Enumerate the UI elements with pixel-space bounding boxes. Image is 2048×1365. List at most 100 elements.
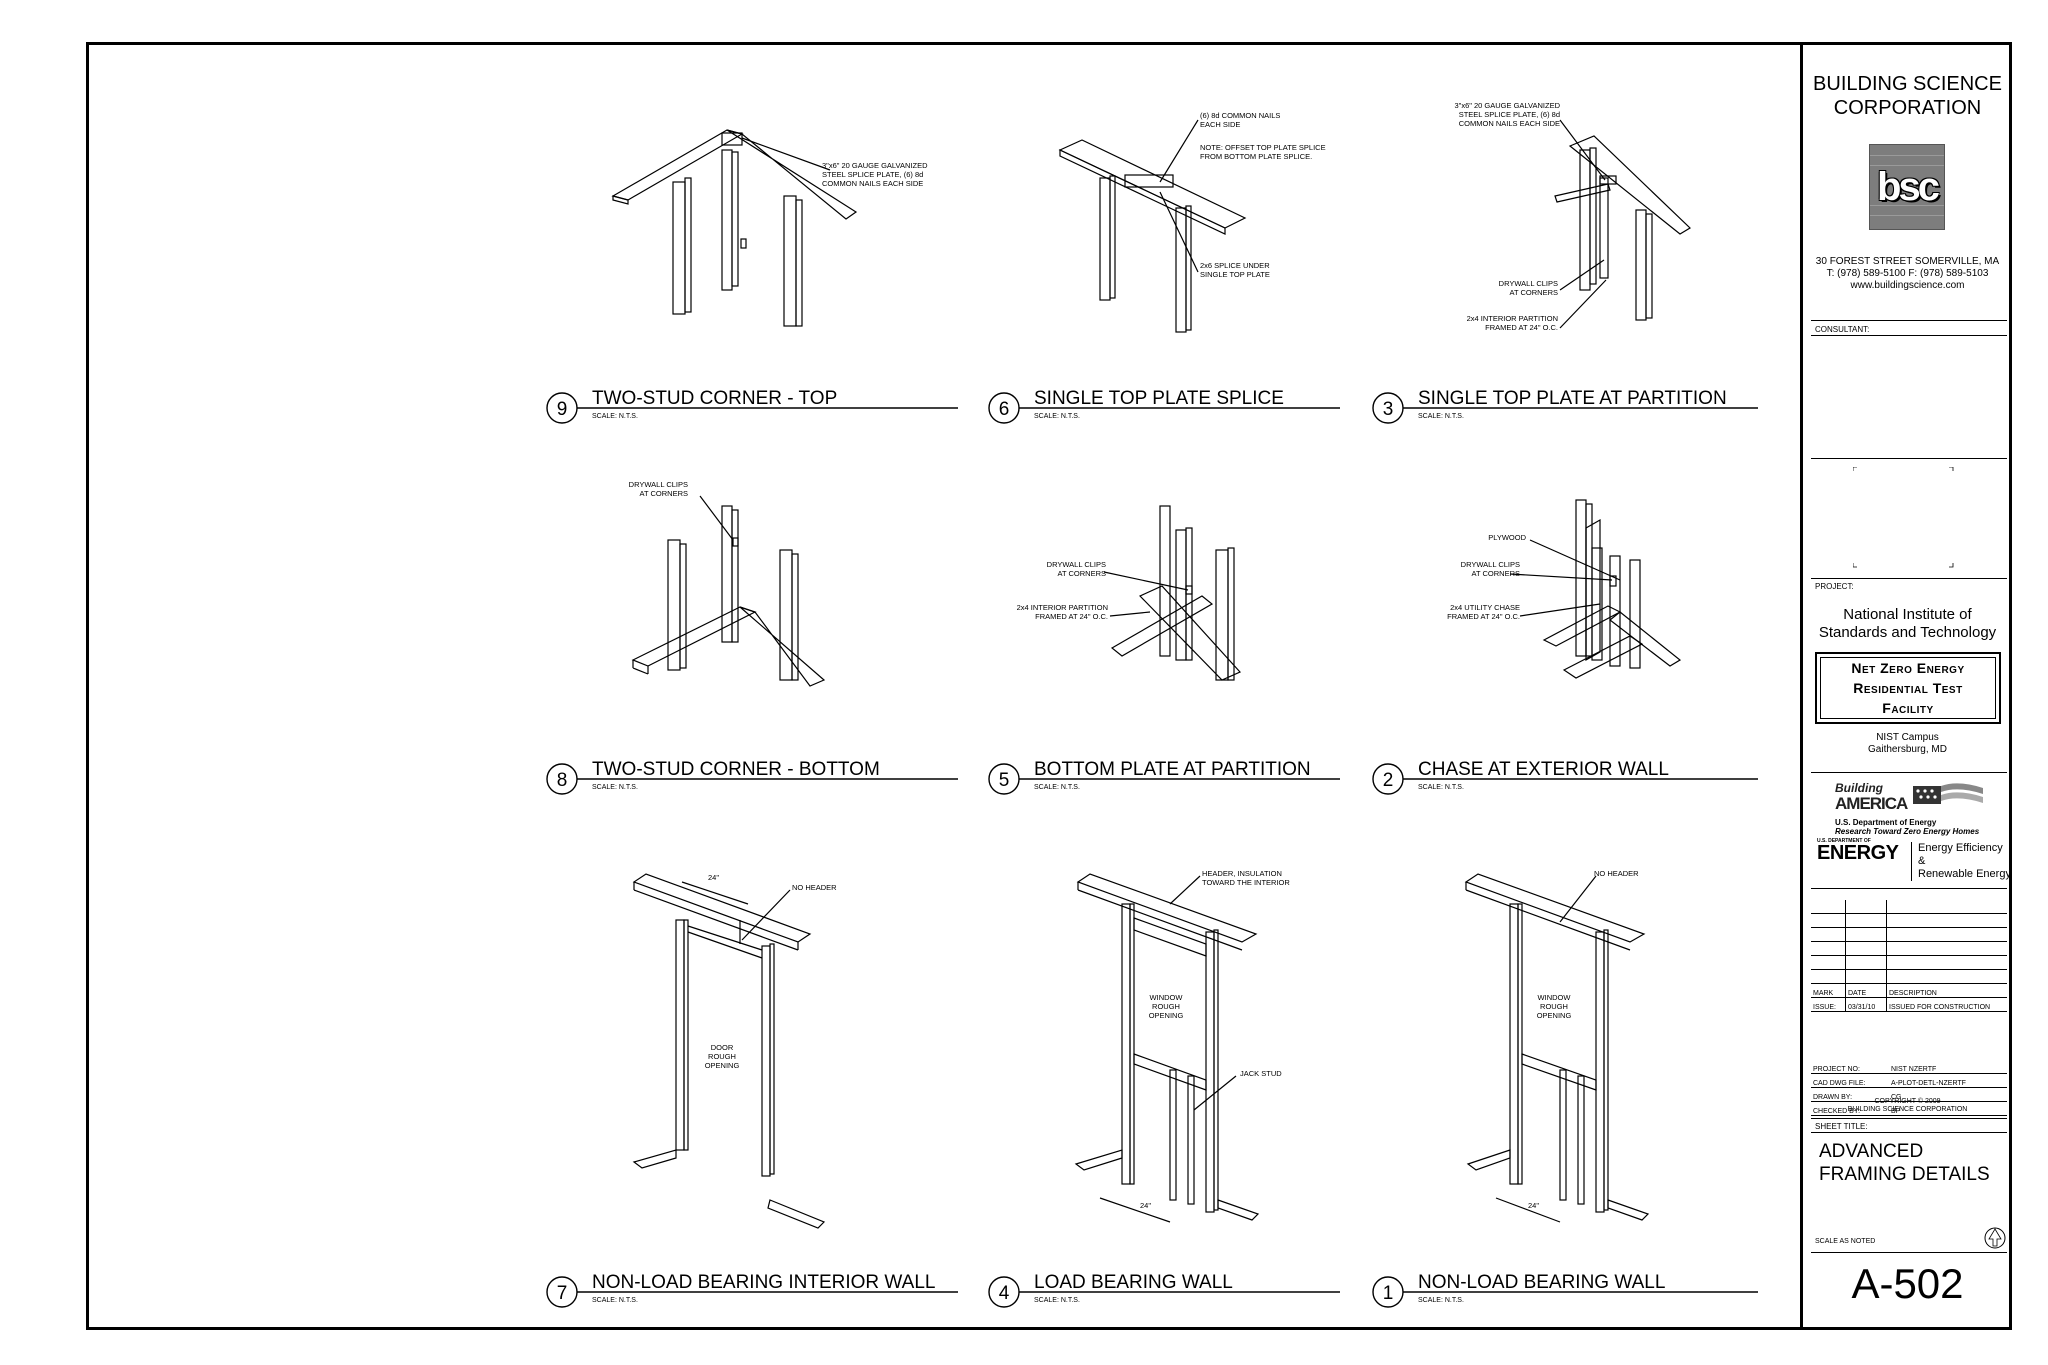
company-address: 30 FOREST STREET SOMERVILLE, MA T: (978)… (1803, 256, 2012, 292)
detail-1-drawing (1464, 873, 1650, 1223)
project-name-line-3: Facility (1882, 700, 1934, 716)
info-row: CHECKED BY: BP (1811, 1102, 2007, 1116)
eere-line-1: Energy Efficiency & (1918, 842, 2003, 867)
ba-logo-line-1: Building (1835, 781, 1883, 795)
detail-4-drawing (1074, 873, 1260, 1223)
detail-4-scale: SCALE: N.T.S. (1034, 1297, 1080, 1304)
divider (1811, 1118, 2007, 1119)
table-row (1811, 927, 2007, 942)
drawn-by-value: CG (1891, 1094, 1902, 1101)
note-d3-partition-1: 2x4 INTERIOR PARTITION (1467, 314, 1558, 323)
bsc-logo: bsc (1869, 144, 1945, 230)
building-america-subtitle: U.S. Department of Energy Research Towar… (1835, 818, 1979, 836)
consultant-stamp-area (1853, 467, 1954, 568)
doe-small-label: U.S. DEPARTMENT OF (1817, 838, 1871, 844)
consultant-label: CONSULTANT: (1815, 325, 1870, 334)
detail-2-number: 2 (1383, 770, 1394, 791)
eere-line-2: Renewable Energy (1918, 868, 2011, 880)
detail-6-number: 6 (999, 399, 1010, 420)
note-d4-header-1: HEADER, INSULATION (1202, 869, 1282, 878)
address-phone: T: (978) 589-5100 F: (978) 589-5103 (1826, 268, 1989, 279)
company-name-line-2: CORPORATION (1833, 97, 1982, 119)
note-d2-plywood: PLYWOOD (1488, 533, 1526, 542)
project-location: NIST Campus Gaithersburg, MD (1803, 732, 2012, 756)
detail-3-scale: SCALE: N.T.S. (1418, 413, 1464, 420)
divider (1811, 458, 2007, 459)
detail-3-number: 3 (1383, 399, 1394, 420)
campus-name: NIST Campus (1876, 732, 1939, 743)
sheet-number: A-502 (1851, 1260, 1964, 1307)
note-d7-opening-1: DOOR (711, 1043, 734, 1052)
bsc-logo-text: bsc (1877, 165, 1940, 209)
checked-by-label: CHECKED BY: (1813, 1108, 1861, 1115)
project-client-line-1: National Institute of (1843, 606, 1972, 623)
note-d3-partition-2: FRAMED AT 24" O.C. (1485, 323, 1558, 332)
note-d6-offset-2: FROM BOTTOM PLATE SPLICE. (1200, 152, 1312, 161)
note-d1-opening-2: ROUGH (1540, 1002, 1568, 1011)
detail-1-title: NON-LOAD BEARING WALL (1418, 1272, 1665, 1293)
copyright-line-2: BUILDING SCIENCE CORPORATION (1847, 1106, 1968, 1113)
divider (1811, 888, 2007, 889)
note-d7-opening-3: OPENING (705, 1061, 740, 1070)
table-row (1811, 941, 2007, 956)
detail-8-drawing (631, 495, 826, 687)
project-no-value: NIST NZERTF (1891, 1066, 1937, 1073)
note-d9-splice-1: 3"x6" 20 GAUGE GALVANIZED (822, 161, 928, 170)
rev-date-header: DATE (1845, 983, 1887, 998)
divider (1811, 1132, 2007, 1133)
detail-3-title: SINGLE TOP PLATE AT PARTITION (1418, 388, 1727, 409)
building-america-logo: Building AMERICA (1835, 780, 1908, 812)
detail-scales: SCALE: N.T.S. SCALE: N.T.S. SCALE: N.T.S… (592, 413, 1464, 1304)
cad-file-label: CAD DWG FILE: (1813, 1080, 1866, 1087)
issue-label: ISSUE: (1811, 997, 1846, 1012)
table-row (1811, 969, 2007, 984)
company-name-line-1: BUILDING SCIENCE (1813, 73, 2002, 95)
detail-2-scale: SCALE: N.T.S. (1418, 784, 1464, 791)
ba-sub-line-1: U.S. Department of Energy (1835, 818, 1937, 827)
table-row (1811, 900, 2007, 914)
note-d6-nails-2: EACH SIDE (1200, 120, 1240, 129)
note-d3-clips-1: DRYWALL CLIPS (1499, 279, 1558, 288)
note-d4-jack: JACK STUD (1240, 1069, 1282, 1078)
info-row: CAD DWG FILE: A-PLOT-DETL-NZERTF (1811, 1074, 2007, 1088)
address-street: 30 FOREST STREET SOMERVILLE, MA (1815, 256, 2000, 267)
checked-by-value: BP (1891, 1108, 1901, 1115)
project-name-line-2: Residential Test (1853, 680, 1963, 696)
detail-7-number: 7 (557, 1283, 568, 1304)
project-no-label: PROJECT NO: (1813, 1066, 1860, 1073)
detail-4-number: 4 (999, 1283, 1010, 1304)
project-label: PROJECT: (1815, 582, 1854, 591)
flag-icon (1913, 783, 1983, 804)
detail-6-scale: SCALE: N.T.S. (1034, 413, 1080, 420)
detail-5-title: BOTTOM PLATE AT PARTITION (1034, 759, 1311, 780)
note-d6-offset-1: NOTE: OFFSET TOP PLATE SPLICE (1200, 143, 1326, 152)
detail-1-number: 1 (1383, 1283, 1394, 1304)
detail-6-drawing (1058, 119, 1247, 333)
detail-2-drawing (1509, 499, 1682, 679)
note-d1-opening-1: WINDOW (1538, 993, 1572, 1002)
sheet-title-line-1: ADVANCED (1819, 1141, 1924, 1162)
detail-8-number: 8 (557, 770, 568, 791)
sheet-title-label: SHEET TITLE: (1815, 1122, 1868, 1131)
detail-3-drawing (1554, 119, 1691, 329)
detail-5-scale: SCALE: N.T.S. (1034, 784, 1080, 791)
revision-header-row: MARK DATE DESCRIPTION (1811, 983, 2007, 998)
cad-file-value: A-PLOT-DETL-NZERTF (1891, 1080, 1966, 1087)
divider (1811, 772, 2007, 773)
table-row (1811, 955, 2007, 970)
note-d2-chase-2: FRAMED AT 24" O.C. (1447, 612, 1520, 621)
table-row (1811, 913, 2007, 928)
detail-title-bars (546, 392, 1758, 1308)
note-d6-splice-1: 2x6 SPLICE UNDER (1200, 261, 1270, 270)
issue-date: 03/31/10 (1845, 997, 1887, 1012)
detail-drawing-area: 9 6 3 8 5 2 7 4 1 TWO-STUD CORNER - TOP … (546, 101, 1758, 1308)
info-row: DRAWN BY: CG (1811, 1088, 2007, 1102)
issue-row: ISSUE: 03/31/10 ISSUED FOR CONSTRUCTION (1811, 997, 2007, 1012)
detail-numbers: 9 6 3 8 5 2 7 4 1 (557, 399, 1394, 1304)
detail-5-number: 5 (999, 770, 1010, 791)
detail-9-number: 9 (557, 399, 568, 420)
note-d4-opening-2: ROUGH (1152, 1002, 1180, 1011)
detail-4-title: LOAD BEARING WALL (1034, 1272, 1233, 1293)
drawn-by-label: DRAWN BY: (1813, 1094, 1853, 1101)
drawing-sheet-border (86, 42, 2012, 1330)
